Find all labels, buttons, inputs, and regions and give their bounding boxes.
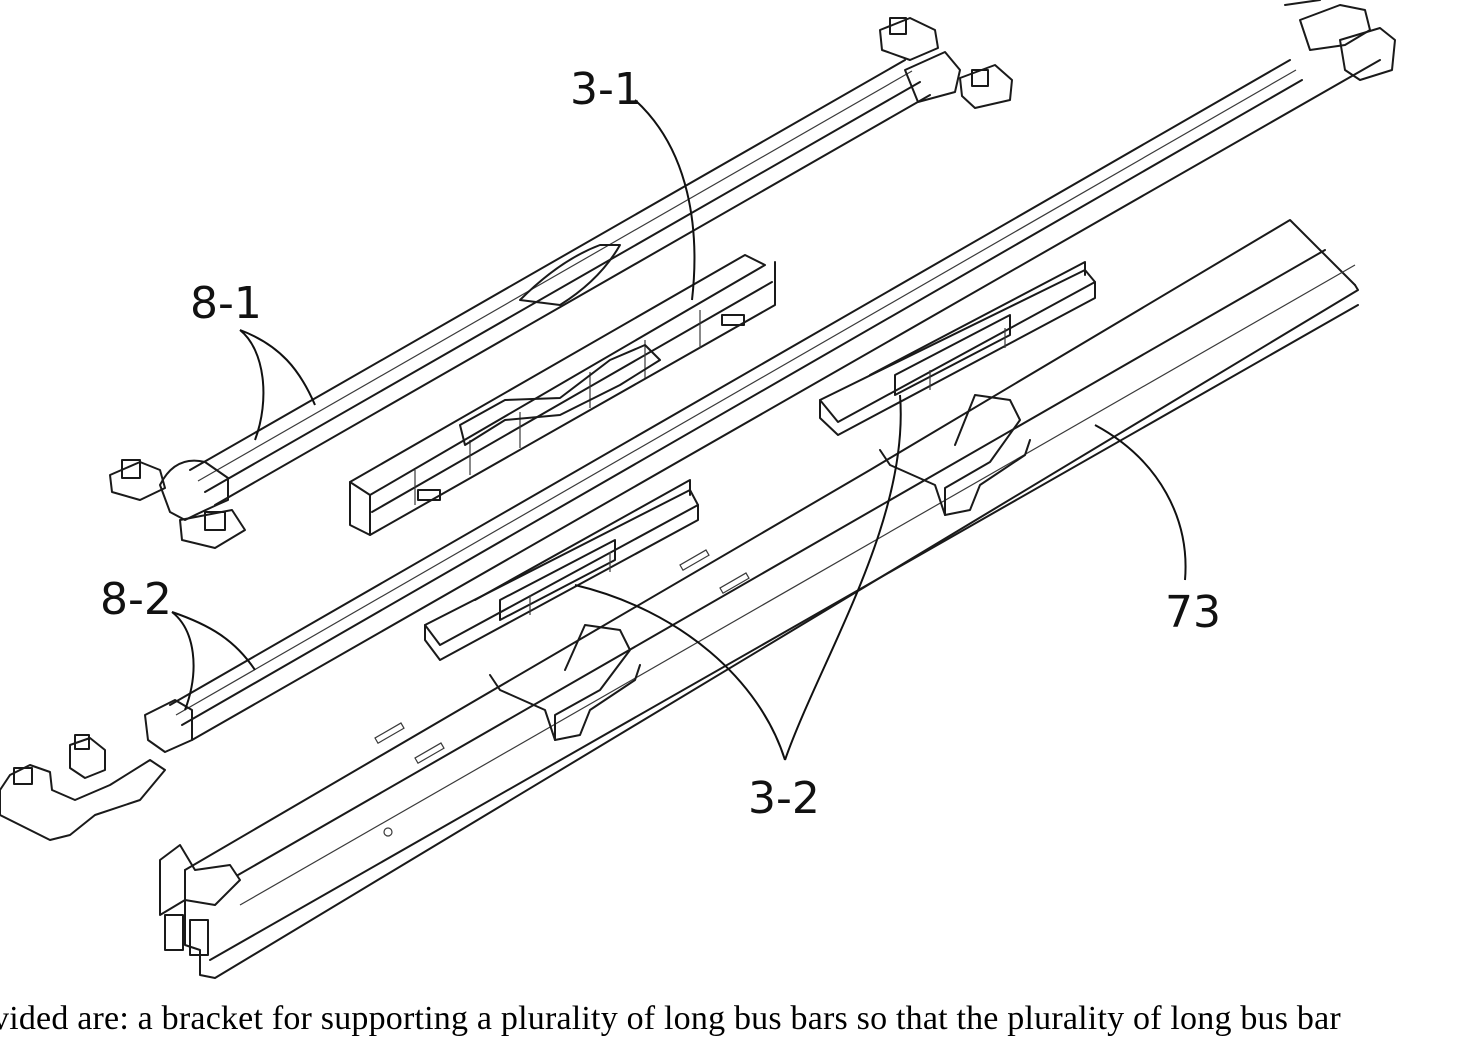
leader-3-2-b xyxy=(785,395,901,760)
caption-text: vided are: a bracket for supporting a pl… xyxy=(0,1000,1475,1038)
leader-8-1-a xyxy=(240,330,263,440)
leader-8-2-b xyxy=(172,612,255,670)
label-73: 73 xyxy=(1165,587,1221,638)
patent-drawing: 3-1 8-1 8-2 3-2 73 xyxy=(0,0,1475,990)
leader-8-2-a xyxy=(172,612,194,710)
support-3-2-right xyxy=(820,262,1095,435)
label-3-1: 3-1 xyxy=(570,64,642,115)
lower-busbar-assembly xyxy=(0,0,1395,840)
label-8-1: 8-1 xyxy=(190,278,262,329)
leader-3-1 xyxy=(635,100,694,300)
label-8-2: 8-2 xyxy=(100,574,172,625)
label-3-2: 3-2 xyxy=(748,773,820,824)
